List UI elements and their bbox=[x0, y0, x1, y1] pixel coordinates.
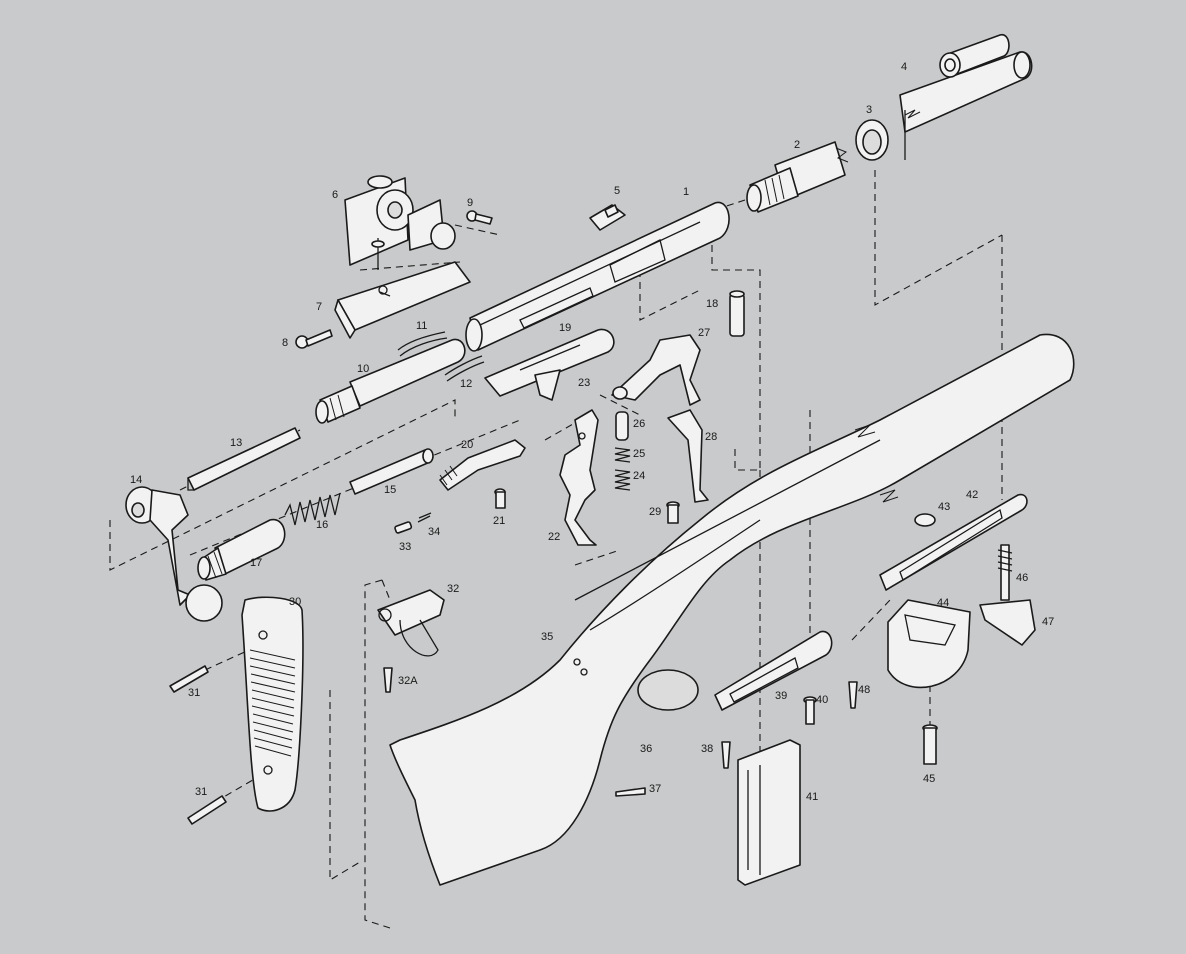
stock-screws bbox=[615, 681, 938, 797]
callout-32: 32 bbox=[447, 583, 459, 595]
callout-22: 22 bbox=[548, 531, 560, 543]
front-sight bbox=[899, 34, 1033, 133]
callout-labels: 1 2 3 4 5 6 7 8 9 10 11 12 13 14 15 16 1… bbox=[130, 61, 1054, 803]
callout-23: 23 bbox=[578, 377, 590, 389]
callout-9: 9 bbox=[467, 197, 473, 209]
callout-44: 44 bbox=[937, 597, 949, 609]
callout-36: 36 bbox=[640, 743, 652, 755]
callout-10: 10 bbox=[357, 363, 369, 375]
callout-13: 13 bbox=[230, 437, 242, 449]
callout-31a: 31 bbox=[188, 687, 200, 699]
callout-18: 18 bbox=[706, 298, 718, 310]
callout-48: 48 bbox=[858, 684, 870, 696]
callout-45: 45 bbox=[923, 773, 935, 785]
callout-24: 24 bbox=[633, 470, 645, 482]
callout-26: 26 bbox=[633, 418, 645, 430]
extractor-clips bbox=[397, 331, 485, 382]
screw-21 bbox=[494, 488, 506, 509]
barrel-breech bbox=[746, 141, 849, 213]
callout-8: 8 bbox=[282, 337, 288, 349]
callout-37: 37 bbox=[649, 783, 661, 795]
sling-rail bbox=[879, 493, 1028, 591]
magazine bbox=[737, 739, 801, 886]
hammer bbox=[611, 334, 701, 406]
butt-screws bbox=[169, 665, 227, 825]
barrel-ring bbox=[855, 110, 906, 161]
small-pins bbox=[394, 512, 432, 534]
sling-swivel-rear bbox=[979, 544, 1036, 646]
trigger bbox=[559, 409, 599, 546]
callout-39: 39 bbox=[775, 690, 787, 702]
screw-29 bbox=[666, 501, 680, 524]
callout-31b: 31 bbox=[195, 786, 207, 798]
callout-42: 42 bbox=[966, 489, 978, 501]
callout-47: 47 bbox=[1042, 616, 1054, 628]
guide-rod bbox=[187, 427, 301, 491]
rear-peep-sight bbox=[344, 175, 456, 270]
screw-32a bbox=[383, 667, 393, 693]
striker-body bbox=[197, 518, 286, 581]
sear bbox=[667, 409, 709, 503]
callout-4: 4 bbox=[901, 61, 907, 73]
bolt bbox=[315, 338, 466, 424]
callout-46: 46 bbox=[1016, 572, 1028, 584]
safety bbox=[439, 439, 526, 491]
firing-pin bbox=[349, 448, 434, 495]
callout-27: 27 bbox=[698, 327, 710, 339]
hand-stop bbox=[887, 599, 971, 689]
sling-swivel-front bbox=[377, 589, 445, 657]
sight-insert bbox=[589, 204, 626, 231]
callout-21: 21 bbox=[493, 515, 505, 527]
callout-19: 19 bbox=[559, 322, 571, 334]
callout-25: 25 bbox=[633, 448, 645, 460]
callout-12: 12 bbox=[460, 378, 472, 390]
callout-20: 20 bbox=[461, 439, 473, 451]
callout-29: 29 bbox=[649, 506, 661, 518]
firing-pin-spring bbox=[284, 492, 341, 526]
charging-handle bbox=[125, 486, 223, 622]
butt-plate bbox=[241, 596, 304, 812]
callout-1: 1 bbox=[683, 186, 689, 198]
callout-7: 7 bbox=[316, 301, 322, 313]
callout-38: 38 bbox=[701, 743, 713, 755]
callout-16: 16 bbox=[316, 519, 328, 531]
sight-screws bbox=[295, 210, 493, 349]
callout-5: 5 bbox=[614, 185, 620, 197]
callout-34: 34 bbox=[428, 526, 440, 538]
sight-base bbox=[334, 261, 471, 339]
callout-41: 41 bbox=[806, 791, 818, 803]
callout-17: 17 bbox=[250, 557, 262, 569]
trigger-housing bbox=[484, 328, 615, 401]
callout-15: 15 bbox=[384, 484, 396, 496]
callout-43: 43 bbox=[938, 501, 950, 513]
trigger-springs bbox=[614, 411, 631, 491]
receiver bbox=[465, 201, 730, 352]
stock bbox=[389, 333, 1075, 886]
callout-2: 2 bbox=[794, 139, 800, 151]
callout-30: 30 bbox=[289, 596, 301, 608]
callout-35: 35 bbox=[541, 631, 553, 643]
callout-11: 11 bbox=[416, 320, 427, 332]
callout-14: 14 bbox=[130, 474, 142, 486]
magazine-plate bbox=[714, 630, 833, 711]
pin-18 bbox=[729, 290, 745, 337]
callout-32a: 32A bbox=[398, 675, 418, 687]
callout-28: 28 bbox=[705, 431, 717, 443]
callout-33: 33 bbox=[399, 541, 411, 553]
callout-6: 6 bbox=[332, 189, 338, 201]
callout-3: 3 bbox=[866, 104, 872, 116]
callout-40: 40 bbox=[816, 694, 828, 706]
